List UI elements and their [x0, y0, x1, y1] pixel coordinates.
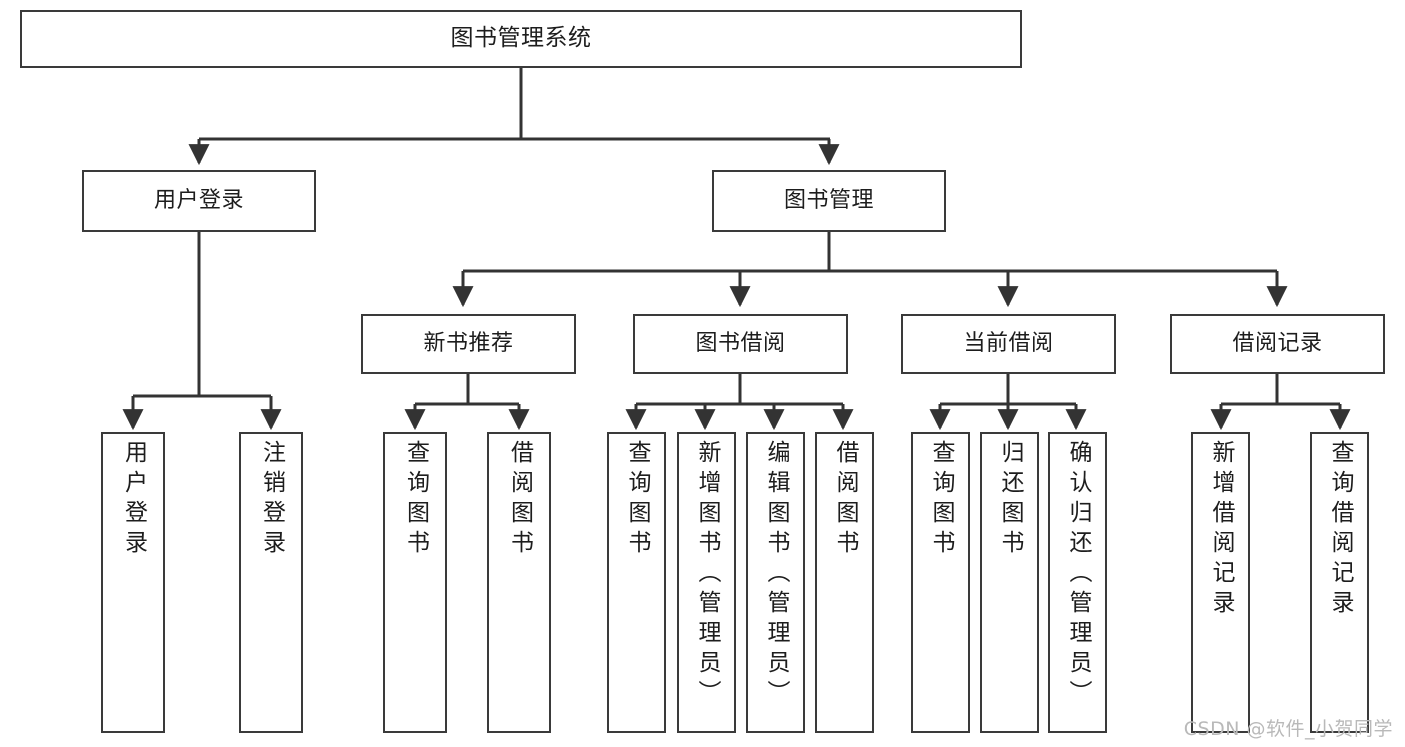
node-label: 归还图书 — [997, 440, 1023, 560]
leaf-edit-book[interactable]: 编辑图书（管理员） — [746, 432, 805, 733]
node-label: 查询借阅记录 — [1327, 440, 1353, 620]
leaf-borrow-book-2[interactable]: 借阅图书 — [815, 432, 874, 733]
csdn-watermark: CSDN @软件_小贺同学 — [1183, 718, 1393, 740]
leaf-add-borrow-record[interactable]: 新增借阅记录 — [1191, 432, 1250, 733]
node-book-management[interactable]: 图书管理 — [712, 170, 946, 232]
node-label: 用户登录 — [120, 440, 147, 560]
node-label: 确认归还（管理员） — [1065, 440, 1091, 710]
leaf-query-book-1[interactable]: 查询图书 — [383, 432, 447, 733]
node-label: 新增借阅记录 — [1208, 440, 1234, 620]
node-label: 新书推荐 — [423, 331, 514, 357]
node-label: 查询图书 — [402, 440, 429, 560]
leaf-query-borrow-record[interactable]: 查询借阅记录 — [1310, 432, 1369, 733]
node-label: 查询图书 — [928, 440, 954, 560]
node-current-borrow[interactable]: 当前借阅 — [901, 314, 1116, 374]
leaf-query-book-3[interactable]: 查询图书 — [911, 432, 970, 733]
node-label: 当前借阅 — [963, 331, 1054, 357]
node-borrow-record[interactable]: 借阅记录 — [1170, 314, 1385, 374]
node-label: 新增图书（管理员） — [694, 440, 720, 710]
node-label: 图书管理系统 — [450, 25, 592, 52]
node-label: 借阅图书 — [506, 440, 533, 560]
node-root-system[interactable]: 图书管理系统 — [20, 10, 1022, 68]
node-book-borrow[interactable]: 图书借阅 — [633, 314, 848, 374]
node-label: 用户登录 — [153, 188, 244, 214]
node-label: 注销登录 — [258, 440, 285, 560]
node-label: 借阅图书 — [832, 440, 858, 560]
leaf-add-book[interactable]: 新增图书（管理员） — [677, 432, 736, 733]
node-label: 编辑图书（管理员） — [763, 440, 789, 710]
leaf-logout-login[interactable]: 注销登录 — [239, 432, 303, 733]
leaf-user-login[interactable]: 用户登录 — [101, 432, 165, 733]
node-user-login[interactable]: 用户登录 — [82, 170, 316, 232]
node-label: 查询图书 — [624, 440, 650, 560]
leaf-query-book-2[interactable]: 查询图书 — [607, 432, 666, 733]
leaf-borrow-book-1[interactable]: 借阅图书 — [487, 432, 551, 733]
leaf-confirm-return[interactable]: 确认归还（管理员） — [1048, 432, 1107, 733]
node-label: 借阅记录 — [1232, 331, 1323, 357]
node-label: 图书管理 — [783, 188, 874, 214]
node-label: 图书借阅 — [695, 331, 786, 357]
node-new-book-recommend[interactable]: 新书推荐 — [361, 314, 576, 374]
leaf-return-book[interactable]: 归还图书 — [980, 432, 1039, 733]
